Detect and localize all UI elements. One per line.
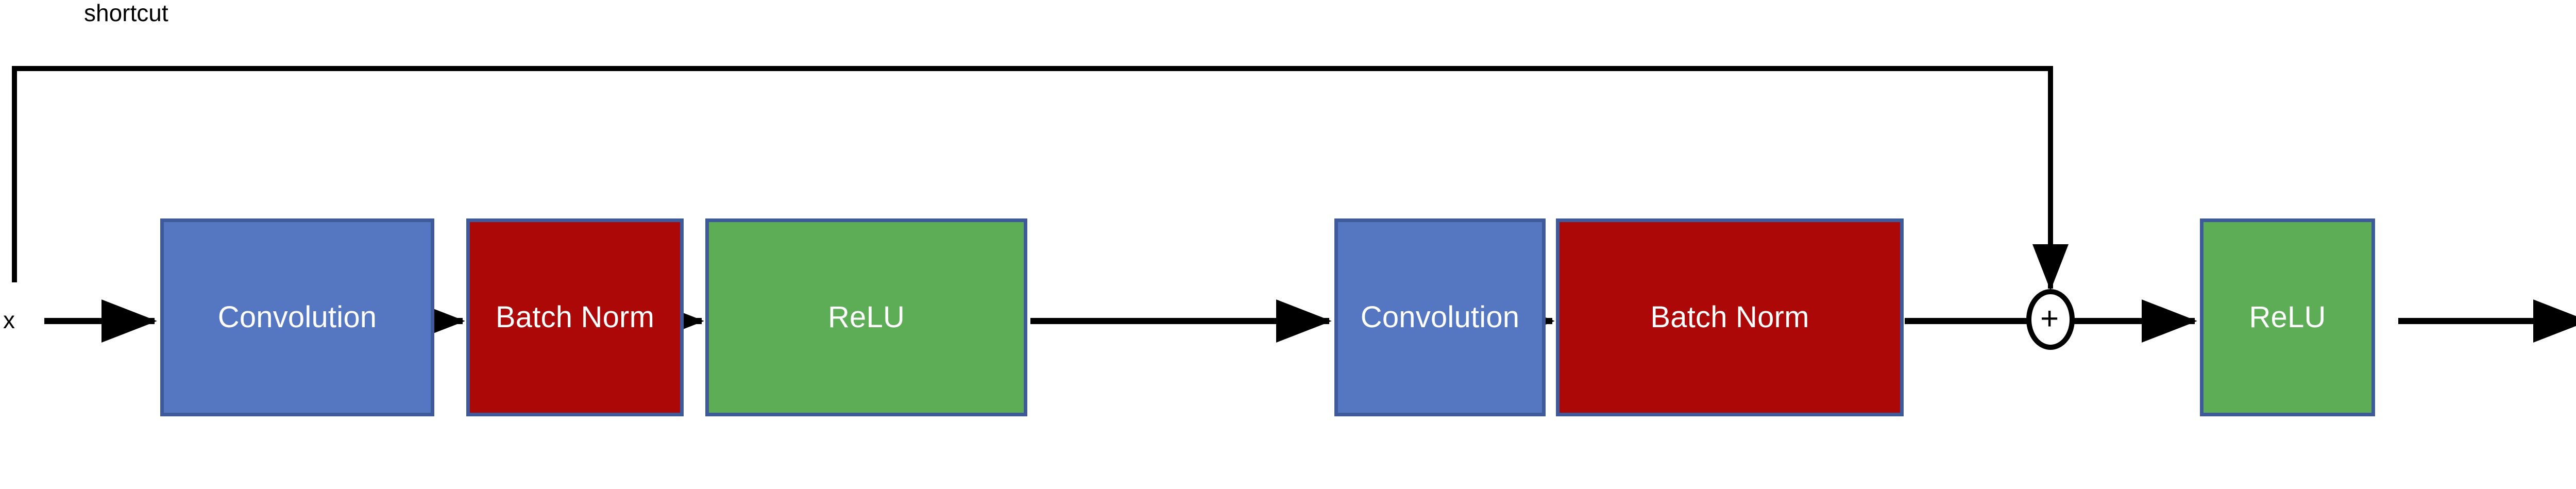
- input-label-x: x: [3, 307, 15, 333]
- node-batchnorm-2-label: Batch Norm: [1650, 300, 1809, 334]
- node-batchnorm-1[interactable]: Batch Norm: [466, 218, 684, 416]
- node-convolution-1-label: Convolution: [217, 300, 377, 334]
- node-relu-1-label: ReLU: [827, 300, 905, 334]
- node-convolution-2-label: Convolution: [1360, 300, 1520, 334]
- sum-plus-symbol: +: [2040, 301, 2059, 336]
- node-batchnorm-2[interactable]: Batch Norm: [1556, 218, 1904, 416]
- node-relu-2[interactable]: ReLU: [2200, 218, 2375, 416]
- node-batchnorm-1-label: Batch Norm: [495, 300, 655, 334]
- node-relu-1[interactable]: ReLU: [705, 218, 1027, 416]
- node-convolution-1[interactable]: Convolution: [160, 218, 434, 416]
- node-convolution-2[interactable]: Convolution: [1334, 218, 1546, 416]
- node-relu-2-label: ReLU: [2249, 300, 2326, 334]
- shortcut-label: shortcut: [84, 0, 168, 26]
